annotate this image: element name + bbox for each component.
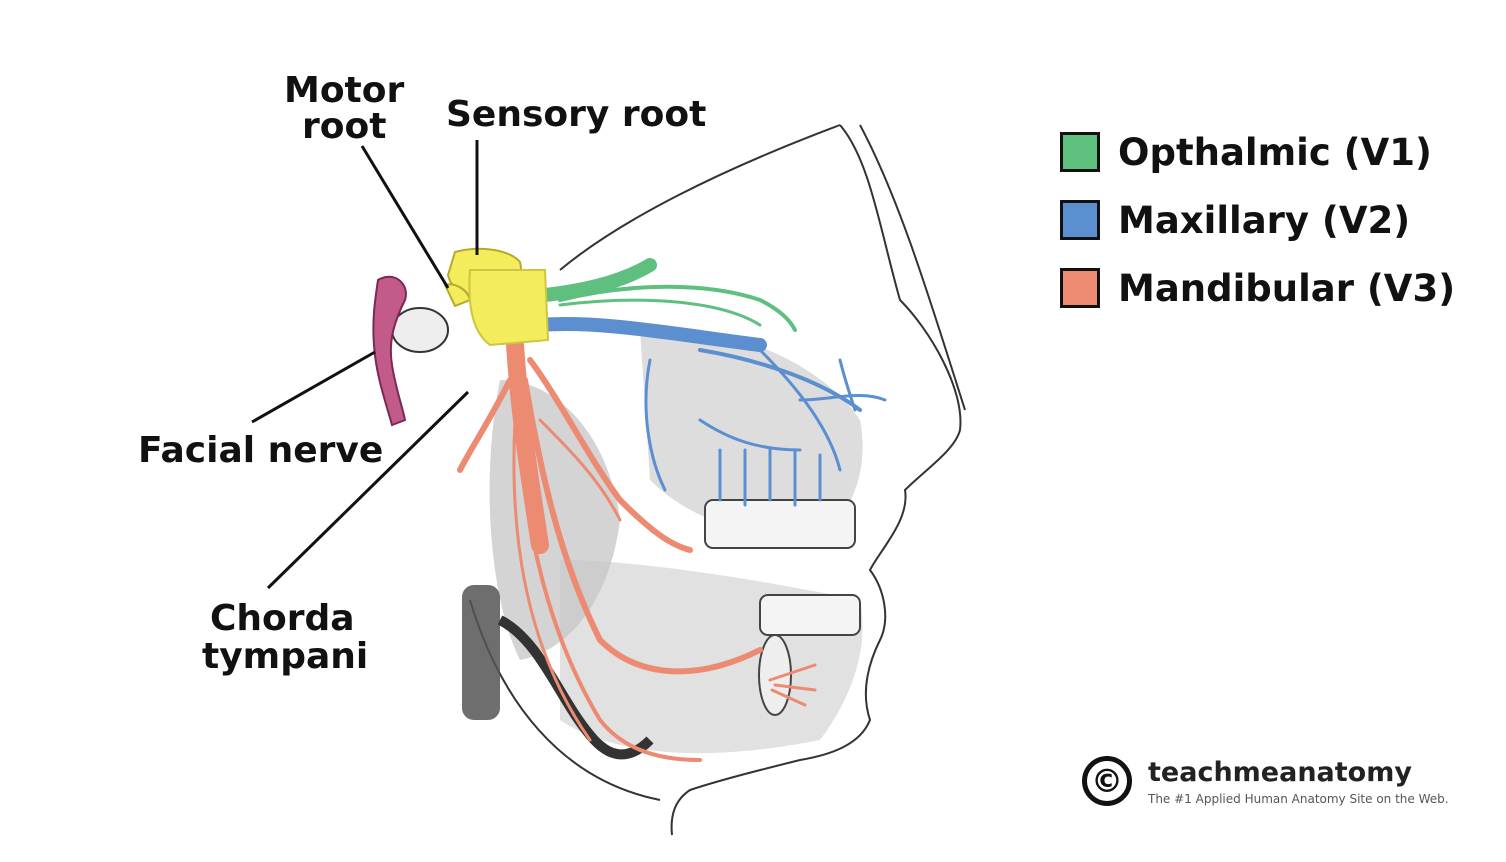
ophthalmic-branches (538, 258, 797, 332)
brand-tagline: The #1 Applied Human Anatomy Site on the… (1148, 791, 1449, 806)
nasal-bone-outline (859, 124, 966, 411)
maxillary-branches (533, 317, 887, 507)
facial-nerve-label: Facial nerve (138, 430, 384, 471)
chorda-label-line2: tympani (202, 636, 369, 677)
facial-nerve-shape (372, 275, 407, 427)
legend-label-maxillary: Maxillary (V2) (1118, 198, 1411, 242)
motor-root-label-line1: Motor (284, 70, 405, 111)
cranium-outline (559, 124, 841, 271)
motor-root-label-line2: root (302, 106, 387, 147)
legend-swatch-maxillary (1060, 200, 1100, 240)
legend-item-maxillary: Maxillary (V2) (1060, 186, 1455, 254)
leader-lines (251, 140, 479, 590)
neck-vessel-loop (497, 615, 654, 760)
chorda-tympani-label-second: tympani (202, 638, 368, 676)
legend-swatch-ophthalmic (1060, 132, 1100, 172)
shading (391, 307, 863, 760)
legend: Opthalmic (V1) Maxillary (V2) Mandibular… (1060, 118, 1455, 322)
motor-root-label-second: root (302, 108, 386, 146)
lower-teeth (759, 594, 861, 636)
sensory-root-label: Sensory root (446, 94, 707, 135)
chorda-tympani-label: Chorda (210, 600, 355, 638)
ganglion-shape (468, 269, 550, 347)
upper-teeth (704, 499, 856, 549)
legend-item-mandibular: Mandibular (V3) (1060, 254, 1455, 322)
face-profile-outline (670, 124, 962, 836)
trigeminal-ganglion (443, 247, 550, 347)
legend-label-mandibular: Mandibular (V3) (1118, 266, 1456, 310)
chorda-label-line1: Chorda (210, 598, 355, 639)
brand-name: teachmeanatomy (1148, 756, 1412, 788)
mandibular-branches (457, 336, 817, 762)
neck-vessels (462, 585, 500, 720)
legend-label-ophthalmic: Opthalmic (V1) (1118, 130, 1432, 174)
ear-canal (391, 307, 449, 353)
brand-text: teachmeanatomy The #1 Applied Human Anat… (1148, 757, 1449, 806)
copyright-icon: © (1082, 756, 1132, 806)
legend-swatch-mandibular (1060, 268, 1100, 308)
brand-watermark: © teachmeanatomy The #1 Applied Human An… (1082, 756, 1449, 806)
legend-item-ophthalmic: Opthalmic (V1) (1060, 118, 1455, 186)
motor-root-label: Motor (284, 72, 404, 110)
